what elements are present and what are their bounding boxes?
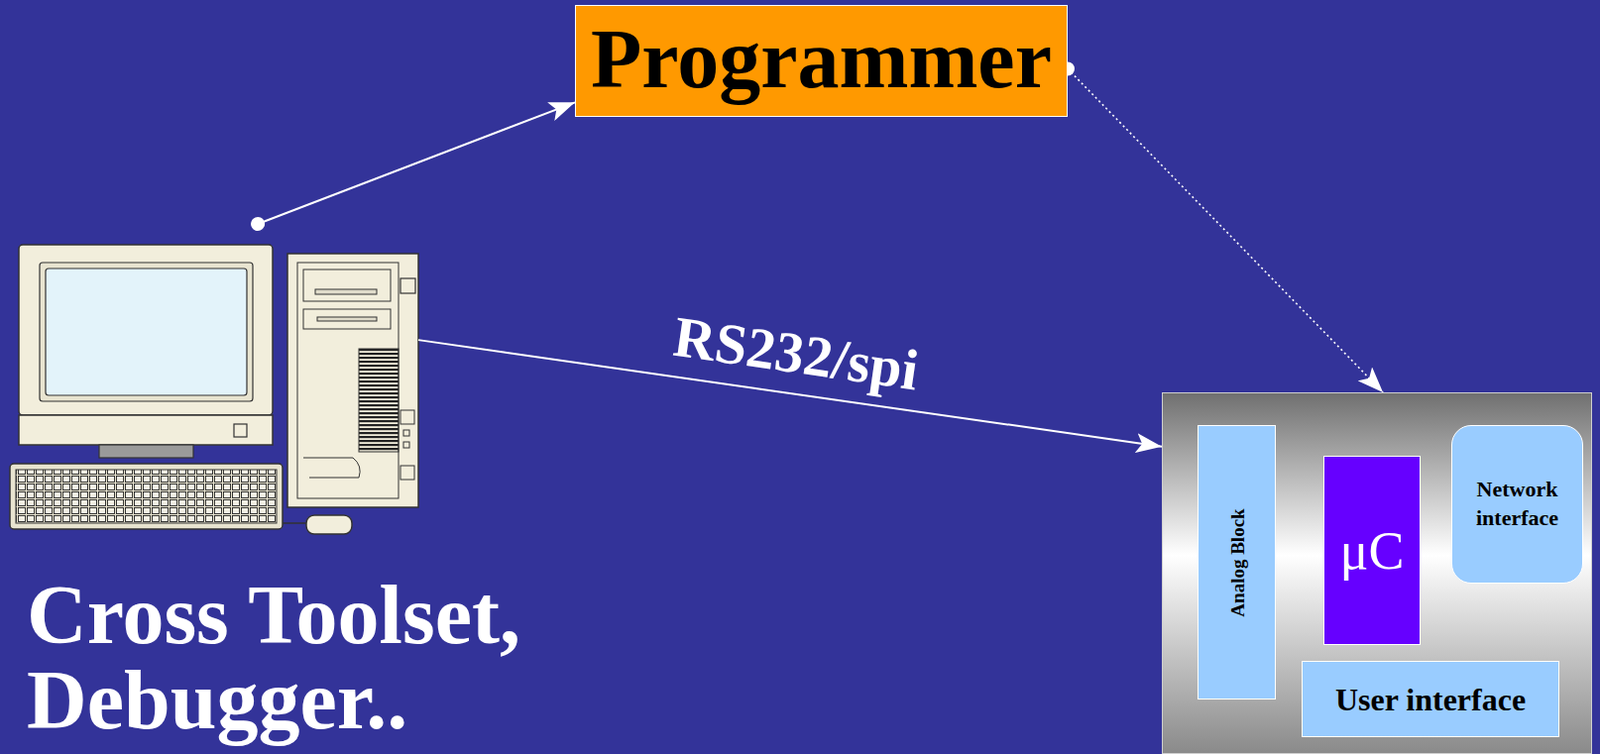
node-label: Analog Block — [1227, 508, 1247, 617]
node-label: Programmer — [590, 17, 1052, 102]
mouse — [282, 515, 352, 535]
computer-node: Cross Toolset, Debugger.. — [9, 224, 419, 536]
target-board: Analog Block μC Network interfaceUser inte… — [1161, 392, 1593, 754]
programmer-box: Programmer — [574, 4, 1068, 117]
network-interface-box: Network interface — [1451, 425, 1584, 584]
node-label: User interface — [1335, 684, 1526, 716]
node-label: Network interface — [1458, 475, 1577, 533]
connector-arrow — [257, 102, 575, 225]
node-label: μC — [1340, 524, 1405, 578]
keyboard — [9, 463, 283, 530]
node-label: Cross Toolset, Debugger.. — [26, 572, 582, 744]
connector-label: RS232/spi — [670, 308, 922, 401]
microcontroller-box: μC — [1323, 456, 1421, 646]
tower — [287, 253, 419, 508]
user-interface-box: User interface — [1301, 661, 1560, 738]
monitor — [18, 244, 273, 458]
analog-block: Analog Block — [1197, 425, 1276, 700]
dotted-connector — [1067, 68, 1383, 393]
